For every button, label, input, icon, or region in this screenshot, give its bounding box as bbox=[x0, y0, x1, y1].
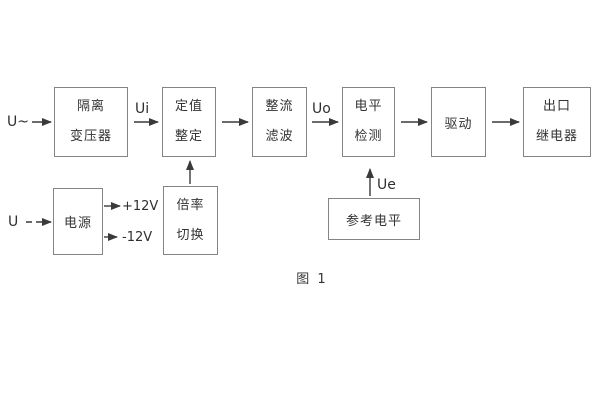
block-label: 滤波 bbox=[265, 129, 294, 144]
block-label: 参考电平 bbox=[345, 213, 402, 229]
block-value-setting: 定值 整定 bbox=[162, 87, 216, 157]
block-isolation-transformer: 隔离 变压器 bbox=[54, 87, 128, 157]
block-label: 电源 bbox=[63, 216, 92, 231]
block-label: 电平 bbox=[354, 99, 383, 114]
block-label: 驱动 bbox=[444, 116, 473, 132]
block-label: 隔离 bbox=[76, 99, 105, 114]
block-label: 整流 bbox=[265, 99, 294, 114]
block-reference-level: 参考电平 bbox=[328, 198, 420, 240]
input-label-ac: U~ bbox=[7, 114, 29, 130]
block-power-supply: 电源 bbox=[53, 188, 103, 255]
block-driver: 驱动 bbox=[431, 87, 486, 157]
block-label: 整定 bbox=[174, 129, 203, 144]
signal-label-uo: Uo bbox=[312, 101, 331, 117]
block-rectify-filter: 整流 滤波 bbox=[252, 87, 307, 157]
block-label: 检测 bbox=[354, 129, 383, 144]
input-label-dc: U bbox=[8, 214, 19, 230]
block-label: 变压器 bbox=[69, 129, 112, 144]
signal-label-ue: Ue bbox=[377, 177, 396, 193]
block-label: 定值 bbox=[174, 99, 203, 114]
block-label: 继电器 bbox=[535, 129, 578, 144]
block-output-relay: 出口 继电器 bbox=[523, 87, 591, 157]
block-label: 出口 bbox=[542, 99, 571, 114]
rail-label-pos12v: +12V bbox=[122, 199, 159, 214]
block-level-detect: 电平 检测 bbox=[342, 87, 395, 157]
block-ratio-switch: 倍率 切换 bbox=[163, 186, 218, 255]
block-label: 倍率 bbox=[176, 197, 205, 213]
figure-caption: 图 1 bbox=[296, 272, 328, 287]
signal-label-ui: Ui bbox=[135, 101, 150, 117]
block-label: 切换 bbox=[176, 227, 205, 243]
rail-label-neg12v: -12V bbox=[122, 230, 153, 245]
